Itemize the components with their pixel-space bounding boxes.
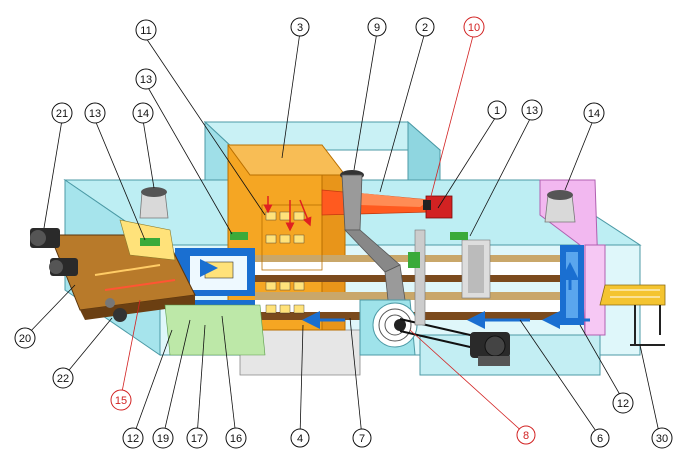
- heat-distributors: [261, 196, 323, 314]
- svg-text:8: 8: [523, 430, 529, 442]
- chimney-icon: [139, 187, 576, 223]
- svg-text:13: 13: [140, 74, 152, 86]
- svg-text:1: 1: [494, 105, 500, 117]
- callout-30: 30: [651, 427, 673, 449]
- callout-12a: 12: [122, 427, 144, 449]
- callout-17: 17: [186, 427, 208, 449]
- svg-text:11: 11: [140, 25, 151, 37]
- callout-15: 15: [110, 389, 132, 411]
- svg-text:16: 16: [230, 433, 242, 445]
- svg-text:13: 13: [526, 105, 538, 117]
- callout-2: 2: [415, 17, 435, 37]
- callout-13c: 13: [521, 99, 543, 121]
- guide-elements: [140, 232, 468, 268]
- svg-text:30: 30: [656, 433, 668, 445]
- callout-12b: 12: [612, 392, 634, 414]
- svg-text:17: 17: [191, 433, 203, 445]
- callout-21: 21: [51, 102, 73, 124]
- drive-motors: [30, 228, 78, 276]
- callout-13a: 13: [135, 68, 157, 90]
- callout-13b: 13: [84, 102, 106, 124]
- svg-text:14: 14: [588, 108, 600, 120]
- callout-22: 22: [52, 367, 74, 389]
- svg-text:15: 15: [115, 395, 127, 407]
- svg-text:3: 3: [297, 22, 303, 34]
- svg-text:9: 9: [374, 22, 380, 34]
- callout-9: 9: [367, 17, 387, 37]
- callout-10: 10: [463, 16, 485, 38]
- callout-3: 3: [290, 17, 310, 37]
- callout-6: 6: [590, 428, 610, 448]
- callout-8: 8: [516, 425, 536, 445]
- fan-icon: [359, 299, 418, 356]
- svg-text:14: 14: [137, 108, 149, 120]
- callout-7: 7: [352, 428, 372, 448]
- leader-lines-red: [120, 31, 527, 436]
- callout-11: 11: [135, 19, 157, 41]
- flue-duct: [340, 170, 406, 301]
- callouts: 1 2 3 9 10 11 13 13 13 14 14 21 20 22 15…: [14, 16, 673, 449]
- callout-14a: 14: [132, 102, 154, 124]
- svg-text:2: 2: [422, 22, 428, 34]
- svg-text:22: 22: [57, 373, 69, 385]
- leader-lines: [26, 31, 661, 438]
- svg-text:4: 4: [297, 433, 303, 445]
- svg-text:6: 6: [597, 433, 603, 445]
- svg-text:12: 12: [617, 398, 629, 410]
- svg-text:19: 19: [157, 433, 169, 445]
- svg-text:21: 21: [56, 108, 68, 120]
- callout-14b: 14: [583, 102, 605, 124]
- svg-text:20: 20: [19, 333, 31, 345]
- svg-text:13: 13: [89, 108, 101, 120]
- callout-19: 19: [152, 427, 174, 449]
- callout-16: 16: [225, 427, 247, 449]
- callout-4: 4: [290, 428, 310, 448]
- callout-20: 20: [14, 327, 36, 349]
- callout-1: 1: [487, 100, 507, 120]
- outfeed-table: [599, 284, 666, 346]
- svg-text:12: 12: [127, 433, 139, 445]
- svg-text:10: 10: [468, 22, 480, 34]
- svg-text:7: 7: [359, 433, 365, 445]
- inner-supports: [414, 229, 491, 326]
